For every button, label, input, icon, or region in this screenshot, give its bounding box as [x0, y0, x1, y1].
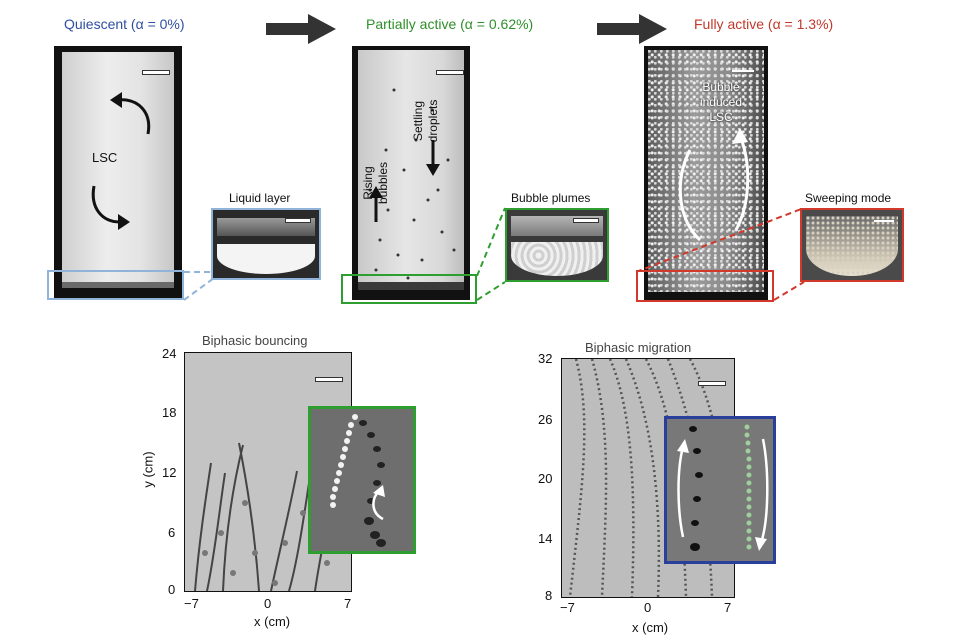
bouncing-y-axis-label: y (cm)	[140, 451, 156, 488]
lsc-upper-arrow-icon	[110, 92, 151, 135]
liquid-layer-label: Liquid layer	[229, 191, 291, 205]
liquid-layer-inset-image	[211, 208, 321, 280]
bubble-plumes-inset-image	[505, 208, 609, 282]
migration-x-tick: 7	[724, 600, 732, 615]
bubble-plumes-label: Bubble plumes	[511, 191, 591, 205]
bubble-lsc-arrows-icon	[678, 128, 750, 242]
sweeping-mode-highlight-box	[636, 270, 774, 302]
bubble-plumes-highlight-box	[341, 274, 477, 304]
bubble-induced-lsc-label: Bubble induced LSC	[699, 80, 743, 124]
migration-x-tick: 0	[644, 600, 652, 615]
stage-arrow-1-icon	[266, 14, 336, 44]
liquid-layer-connector	[184, 271, 215, 301]
stage-title-fully-active: Fully active (α = 1.3%)	[694, 16, 834, 32]
liquid-layer-connector-2	[214, 274, 220, 280]
scale-bar	[142, 70, 170, 75]
bouncing-x-tick: 7	[344, 596, 352, 611]
bouncing-title: Biphasic bouncing	[202, 333, 308, 348]
partially-active-cell-image	[352, 46, 470, 300]
rising-arrow-icon	[369, 186, 383, 222]
stage-arrow-2-icon	[597, 14, 667, 44]
migration-x-tick: −7	[560, 600, 575, 615]
quiescent-cell-image	[54, 46, 182, 300]
bouncing-y-tick: 6	[168, 525, 176, 540]
liquid-layer-highlight-box	[47, 270, 184, 300]
migration-title: Biphasic migration	[585, 340, 692, 355]
sweeping-mode-label: Sweeping mode	[805, 191, 892, 205]
migration-y-tick: 26	[538, 412, 553, 427]
sweeping-mode-inset-image	[800, 208, 904, 282]
bouncing-y-tick: 24	[162, 346, 177, 361]
bubble-plumes-connector	[477, 207, 506, 301]
migration-y-tick: 32	[538, 351, 553, 366]
fully-active-cell-image	[644, 46, 768, 300]
stage-title-quiescent: Quiescent (α = 0%)	[64, 16, 185, 32]
bouncing-y-tick: 12	[162, 465, 177, 480]
bouncing-x-axis-label: x (cm)	[254, 614, 291, 629]
scale-bar	[315, 377, 343, 382]
migration-y-tick: 20	[538, 471, 553, 486]
bouncing-inset-image	[308, 406, 416, 554]
migration-x-axis-label: x (cm)	[632, 620, 669, 635]
migration-y-tick: 14	[538, 531, 553, 546]
bouncing-x-tick: −7	[184, 596, 199, 611]
sweeping-mode-connector	[636, 207, 805, 301]
lsc-label: LSC	[92, 150, 118, 165]
migration-inset-image	[664, 416, 776, 564]
bouncing-y-tick: 18	[162, 405, 177, 420]
scale-bar	[698, 381, 726, 386]
migration-y-tick: 8	[545, 588, 553, 603]
settling-arrow-icon	[426, 140, 440, 176]
lsc-lower-arrow-icon	[91, 185, 130, 230]
stage-title-partially-active: Partially active (α = 0.62%)	[366, 16, 534, 32]
scale-bar	[436, 70, 464, 75]
bouncing-x-tick: 0	[264, 596, 272, 611]
bouncing-y-tick: 0	[168, 582, 176, 597]
